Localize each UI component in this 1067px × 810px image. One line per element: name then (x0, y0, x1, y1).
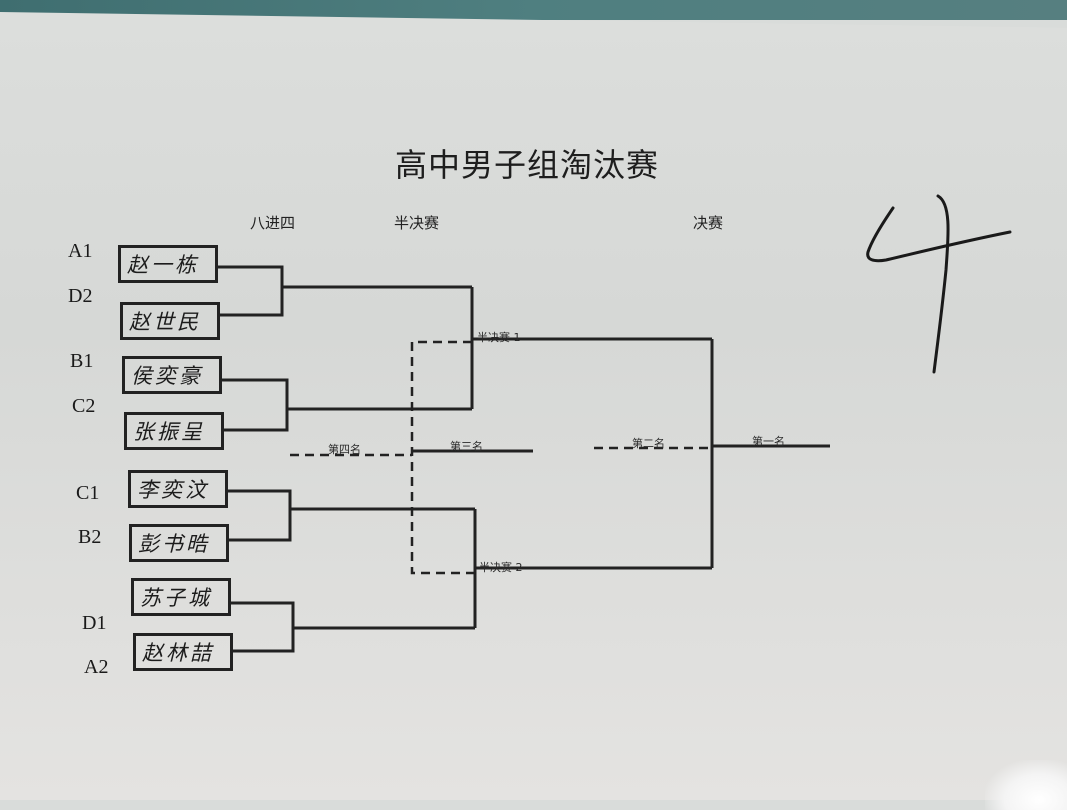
seed-label: C2 (72, 395, 96, 417)
second-place-label: 第二名 (632, 437, 665, 450)
round-label-quarterfinal: 八进四 (250, 214, 296, 232)
entry-box: 赵林喆 (133, 633, 233, 671)
semifinal-1-label: 半决赛 1 (477, 331, 521, 344)
entry-box: 侯奕豪 (122, 356, 222, 394)
page-title: 高中男子组淘汰赛 (395, 146, 660, 184)
semifinal-2-label: 半决赛 2 (479, 561, 523, 574)
seed-label: A1 (68, 240, 93, 262)
round-label-semifinal: 半决赛 (394, 214, 440, 232)
handwritten-number-mark (866, 194, 1012, 374)
entry-box: 赵一栋 (118, 245, 218, 283)
entry-box: 苏子城 (131, 578, 231, 616)
first-place-label: 第一名 (752, 435, 785, 448)
seed-label: B2 (78, 526, 102, 548)
fourth-place-label: 第四名 (328, 443, 361, 456)
seed-label: D2 (68, 285, 93, 307)
seed-label: B1 (70, 350, 94, 372)
seed-label: A2 (84, 656, 109, 678)
third-place-label: 第三名 (450, 440, 483, 453)
background-surface (0, 0, 1067, 20)
entry-box: 李奕汶 (128, 470, 228, 508)
seed-label: C1 (76, 482, 100, 504)
entry-box: 张振呈 (124, 412, 224, 450)
entry-box: 彭书晧 (129, 524, 229, 562)
entry-box: 赵世民 (120, 302, 220, 340)
round-label-final: 决赛 (693, 214, 724, 232)
seed-label: D1 (82, 612, 107, 634)
